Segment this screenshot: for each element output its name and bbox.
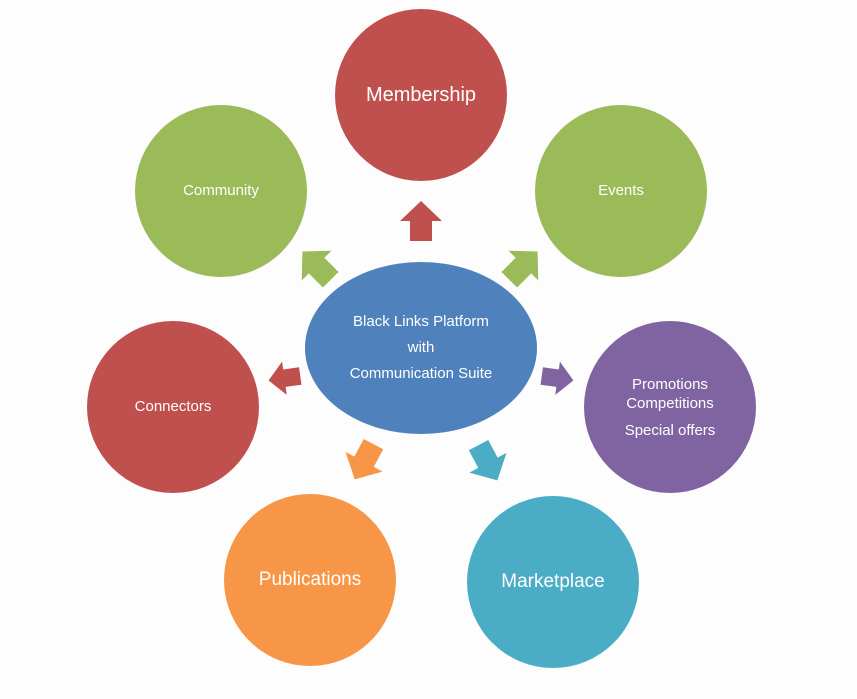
community-label: Community: [183, 181, 259, 199]
center-line-3: Communication Suite: [349, 365, 493, 382]
events-node: Events: [535, 105, 707, 277]
community-node: Community: [135, 105, 307, 277]
promotions-node: Promotions Competitions Special offers: [584, 321, 756, 493]
publications-node: Publications: [224, 494, 396, 666]
connectors-node: Connectors: [87, 321, 259, 493]
arrow-to-publications: [343, 438, 387, 482]
arrow-to-marketplace: [465, 439, 509, 483]
arrow-to-events: [500, 245, 544, 289]
promotions-line-3: Special offers: [624, 421, 716, 439]
arrow-to-connectors: [264, 356, 308, 400]
publications-label: Publications: [258, 569, 362, 591]
membership-node: Membership: [335, 9, 507, 181]
membership-label: Membership: [365, 83, 477, 106]
arrow-to-promotions: [534, 356, 578, 400]
center-hub: Black Links Platform with Communication …: [305, 262, 537, 434]
promotions-line-1: Promotions: [632, 375, 708, 393]
events-label: Events: [598, 181, 644, 199]
center-line-2: with: [407, 339, 435, 356]
arrow-to-community: [296, 245, 340, 289]
marketplace-label: Marketplace: [501, 571, 605, 593]
center-line-1: Black Links Platform: [353, 313, 489, 330]
arrow-to-membership: [399, 201, 443, 245]
connectors-label: Connectors: [134, 397, 212, 415]
promotions-line-2: Competitions: [626, 394, 714, 412]
marketplace-node: Marketplace: [467, 496, 639, 668]
